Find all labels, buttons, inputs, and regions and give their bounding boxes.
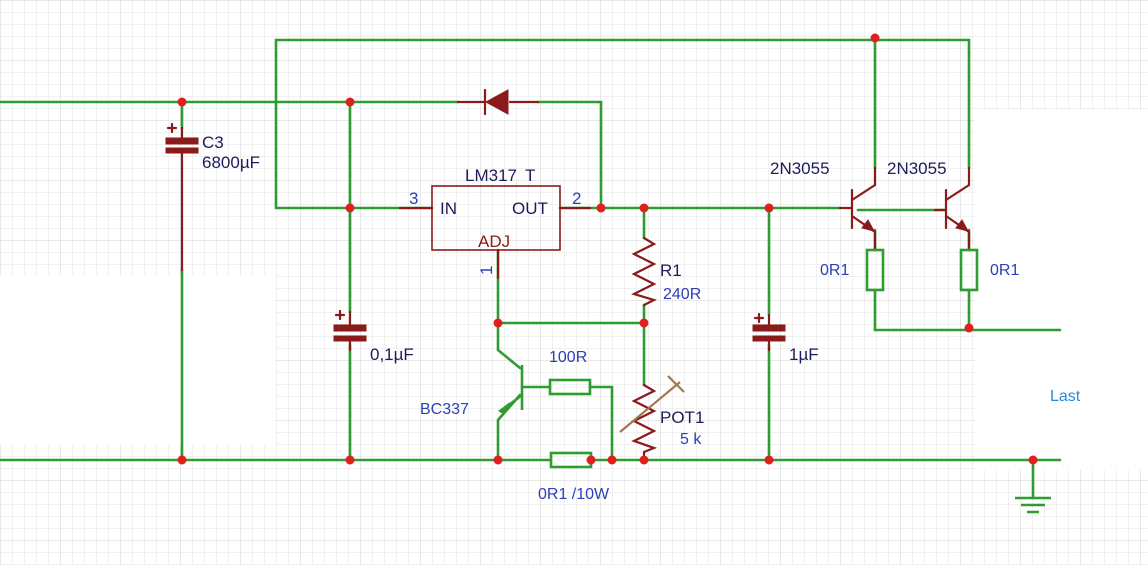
junction-dots <box>177 33 1038 465</box>
c-out-value-label: 1µF <box>789 345 819 364</box>
c-out-capacitor[interactable] <box>752 312 786 352</box>
lm317-pin3-number: 3 <box>409 189 418 208</box>
q1-name-label: 2N3055 <box>770 159 830 178</box>
q2-name-label: 2N3055 <box>887 159 947 178</box>
blank-area-right <box>975 110 1148 470</box>
re2-value-label: 0R1 <box>990 262 1019 279</box>
pot1-value-label: 5 k <box>680 431 702 448</box>
ground-icon <box>1015 496 1051 514</box>
wire-in-left <box>274 100 434 210</box>
lm317-name-label: LM317 <box>465 166 517 185</box>
load-label: Last <box>1050 388 1081 405</box>
wire-bc337-collector <box>496 321 522 370</box>
re1-value-label: 0R1 <box>820 262 849 279</box>
c3-value-label: 6800µF <box>202 153 260 172</box>
shunt-value-label: 0R1 /10W <box>538 486 610 503</box>
r100-value-label: 100R <box>549 349 587 366</box>
c-in-value-label: 0,1µF <box>370 345 414 364</box>
q1-transistor[interactable] <box>838 166 877 252</box>
lm317-regulator[interactable] <box>398 185 592 280</box>
r100-resistor[interactable] <box>548 378 592 396</box>
re2-resistor[interactable] <box>959 248 979 292</box>
lm317-in-pin-label: IN <box>440 199 457 218</box>
c3-capacitor[interactable] <box>165 122 199 272</box>
blank-area-left <box>0 275 275 445</box>
r1-resistor[interactable] <box>631 236 657 307</box>
lm317-suffix-label: T <box>525 166 535 185</box>
pot1-ref-label: POT1 <box>660 408 704 427</box>
bc337-transistor[interactable] <box>498 365 524 414</box>
pot1-potentiometer[interactable] <box>619 375 685 462</box>
wire-diode-to-out <box>348 100 603 210</box>
r1-value-label: 240R <box>663 286 701 303</box>
lm317-adj-pin-label: ADJ <box>478 232 510 251</box>
wire-outer-loop <box>274 38 971 170</box>
r1-ref-label: R1 <box>660 261 682 280</box>
wire-bc337-base <box>520 385 614 462</box>
wires <box>0 38 1062 500</box>
q2-transistor[interactable] <box>933 166 971 252</box>
c-in-capacitor[interactable] <box>333 309 367 352</box>
lm317-pin2-number: 2 <box>572 189 581 208</box>
diode[interactable] <box>456 88 540 116</box>
c3-ref-label: C3 <box>202 133 224 152</box>
bc337-name-label: BC337 <box>420 401 469 418</box>
lm317-pin1-number: 1 <box>477 266 496 275</box>
re1-resistor[interactable] <box>865 248 885 292</box>
lm317-out-pin-label: OUT <box>512 199 548 218</box>
